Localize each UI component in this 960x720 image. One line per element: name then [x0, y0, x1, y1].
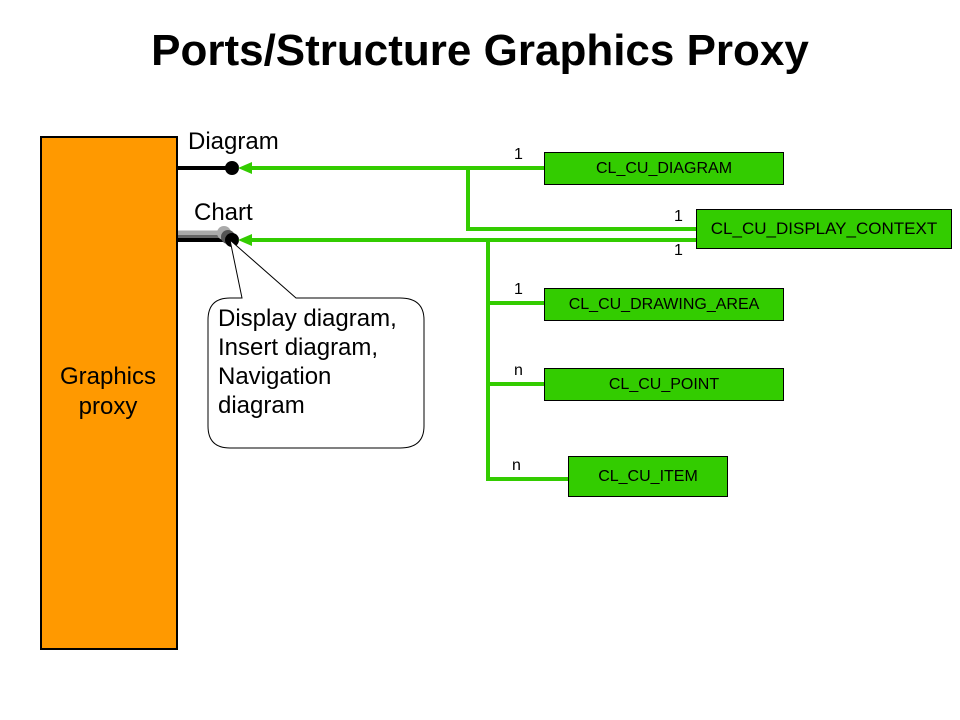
class-cl-cu-display-context: CL_CU_DISPLAY_CONTEXT — [696, 209, 952, 249]
multiplicity-item: n — [512, 457, 521, 474]
multiplicity-display-context-top: 1 — [674, 208, 683, 225]
multiplicity-diagram: 1 — [514, 146, 523, 163]
graphics-proxy-label-line1: Graphics — [59, 363, 157, 390]
arrowhead-chart-icon — [238, 234, 252, 246]
chart-port-label: Chart — [194, 199, 253, 226]
callout-line: Display diagram, — [218, 305, 397, 332]
callout-line: diagram — [218, 392, 305, 419]
class-cl-cu-item: CL_CU_ITEM — [568, 456, 728, 497]
multiplicity-display-context-bottom: 1 — [674, 242, 683, 259]
graphics-proxy-label-line2: proxy — [78, 393, 138, 420]
graphics-proxy-box — [40, 136, 178, 650]
connectors — [246, 166, 696, 481]
diagram-port-label: Diagram — [188, 128, 279, 155]
multiplicity-drawing-area: 1 — [514, 281, 523, 298]
callout-line: Insert diagram, — [218, 334, 379, 361]
chart-port-icon — [225, 233, 239, 247]
class-cl-cu-point: CL_CU_POINT — [544, 368, 784, 401]
class-cl-cu-diagram: CL_CU_DIAGRAM — [544, 152, 784, 185]
class-cl-cu-drawing-area: CL_CU_DRAWING_AREA — [544, 288, 784, 321]
arrowhead-diagram-icon — [238, 162, 252, 174]
multiplicity-point: n — [514, 362, 523, 379]
callout-line: Navigation — [218, 363, 332, 390]
page-title: Ports/Structure Graphics Proxy — [151, 26, 809, 75]
callout-bubble — [207, 238, 425, 449]
diagram-port-icon — [225, 161, 239, 175]
connector-display-context-top — [466, 168, 696, 231]
callout-text: Display diagram, Insert diagram, Navigat… — [218, 304, 397, 420]
graphics-proxy-label: Graphics proxy — [40, 362, 176, 422]
